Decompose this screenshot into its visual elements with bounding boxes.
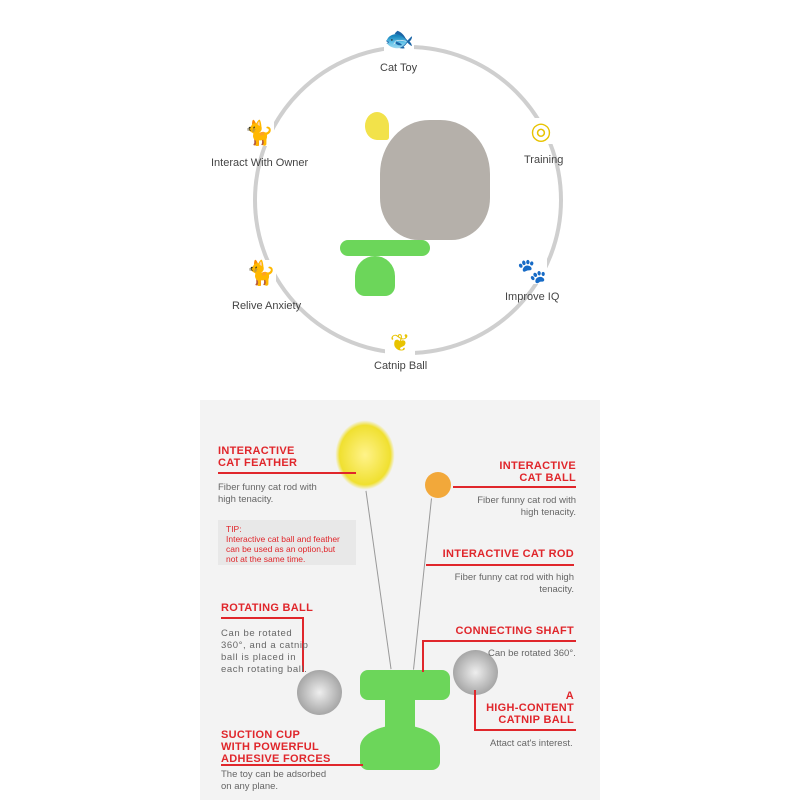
ball-title-2: CAT BALL — [519, 472, 576, 484]
feature-improve-iq: Improve IQ — [505, 291, 560, 303]
suction-desc-2: on any plane. — [221, 781, 279, 792]
sitting-cat-icon: 🐈 — [246, 259, 276, 287]
ball-image — [425, 472, 451, 498]
ball-desc: Fiber funny cat rod with — [477, 495, 576, 506]
ball-desc-2: high tenacity. — [520, 507, 576, 518]
kitten-image — [380, 120, 490, 240]
toy-image — [340, 240, 430, 256]
rod-desc-2: tenacity. — [539, 584, 574, 595]
suction-title-2: WITH POWERFUL — [221, 741, 319, 753]
tip-title: TIP: — [226, 524, 242, 534]
tip-text: not at the same time. — [226, 554, 306, 564]
feather-desc: Fiber funny cat rod with — [218, 482, 317, 493]
rotating-desc: Can be rotated — [221, 628, 293, 639]
catnip-title-3: CATNIP BALL — [498, 714, 574, 726]
feature-catnip-ball: Catnip Ball — [374, 360, 428, 372]
catnip-title-2: HIGH-CONTENT — [486, 702, 574, 714]
fish-bone-icon: 🐟 — [384, 25, 414, 53]
feature-interact-owner: Interact With Owner — [211, 157, 309, 169]
rotating-desc: ball is placed in — [221, 652, 297, 663]
rotating-desc: 360°, and a catnip — [221, 640, 309, 651]
shaft-title: CONNECTING SHAFT — [455, 625, 574, 637]
feather-image — [365, 112, 389, 140]
feather-title: INTERACTIVE — [218, 445, 295, 457]
feather-title-2: CAT FEATHER — [218, 457, 298, 469]
suction-desc: The toy can be adsorbed — [221, 769, 327, 780]
toy-image — [360, 670, 450, 700]
catnip-desc: Attact cat's interest. — [490, 738, 573, 749]
feature-training: Training — [524, 154, 564, 166]
catnip-title: A — [565, 690, 574, 702]
suction-title: SUCTION CUP — [221, 729, 301, 741]
ball-title: INTERACTIVE — [499, 460, 576, 472]
leaf-icon: ❦ — [385, 330, 415, 357]
suction-title-3: ADHESIVE FORCES — [221, 753, 331, 765]
shaft-desc: Can be rotated 360°. — [488, 648, 576, 659]
rod-title: INTERACTIVE CAT ROD — [442, 548, 574, 560]
rotating-title: ROTATING BALL — [221, 602, 314, 614]
feather-desc-2: high tenacity. — [218, 494, 274, 505]
feature-cat-toy: Cat Toy — [380, 62, 418, 74]
rod-desc: Fiber funny cat rod with high — [454, 572, 574, 583]
rotating-desc: each rotating ball. — [221, 664, 308, 675]
tip-text: Interactive cat ball and feather — [226, 534, 340, 544]
tip-box: TIP: Interactive cat ball and feather ca… — [218, 520, 356, 565]
paw-icon: 🐾 — [517, 257, 547, 285]
feature-relive-anxiety: Relive Anxiety — [232, 300, 302, 312]
feather-image — [335, 420, 395, 490]
walking-cat-icon: 🐈 — [244, 119, 274, 147]
collar-bell-icon: ◎ — [526, 118, 556, 145]
tip-text: can be used as an option,but — [226, 544, 336, 554]
